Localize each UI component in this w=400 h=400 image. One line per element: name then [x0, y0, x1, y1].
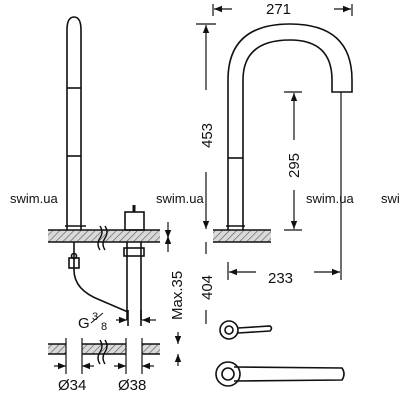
watermark-4: swi	[381, 191, 400, 206]
label-total-height: 453	[199, 123, 216, 148]
supply-hose	[73, 242, 129, 313]
gooseneck-spout	[227, 23, 353, 230]
top-view-small-lever	[219, 320, 273, 340]
spout-tall-body	[66, 16, 82, 230]
label-thread-num: 3	[92, 311, 98, 323]
watermark-2: swim.ua	[156, 191, 204, 206]
label-spout-reach: 233	[268, 270, 293, 287]
label-hole-mixer: Ø34	[58, 377, 86, 394]
dim-total-height	[196, 23, 216, 229]
label-thread-g: G	[78, 315, 90, 332]
dim-spout-reach	[227, 92, 342, 280]
label-hole-spout: Ø38	[118, 377, 146, 394]
break-mark-side	[97, 225, 108, 251]
dim-spout-width	[212, 4, 353, 16]
watermark-1: swim.ua	[10, 191, 58, 206]
dim-spout-drop	[284, 91, 302, 231]
label-thread-den: 8	[101, 321, 107, 333]
countertop-side	[48, 230, 160, 242]
top-view-large-lever	[215, 361, 345, 387]
front-view	[213, 23, 353, 243]
countertop-front	[213, 230, 271, 242]
label-spout-width: 271	[266, 1, 291, 18]
label-max-thickness: Max.35	[169, 271, 186, 320]
mixer-handle	[124, 211, 145, 231]
watermark-3: swim.ua	[306, 191, 354, 206]
side-view	[48, 16, 160, 326]
label-spout-drop: 295	[286, 153, 303, 178]
mixer-body	[126, 242, 142, 320]
hole-layout	[48, 332, 182, 374]
label-spout-height: 404	[199, 275, 216, 300]
